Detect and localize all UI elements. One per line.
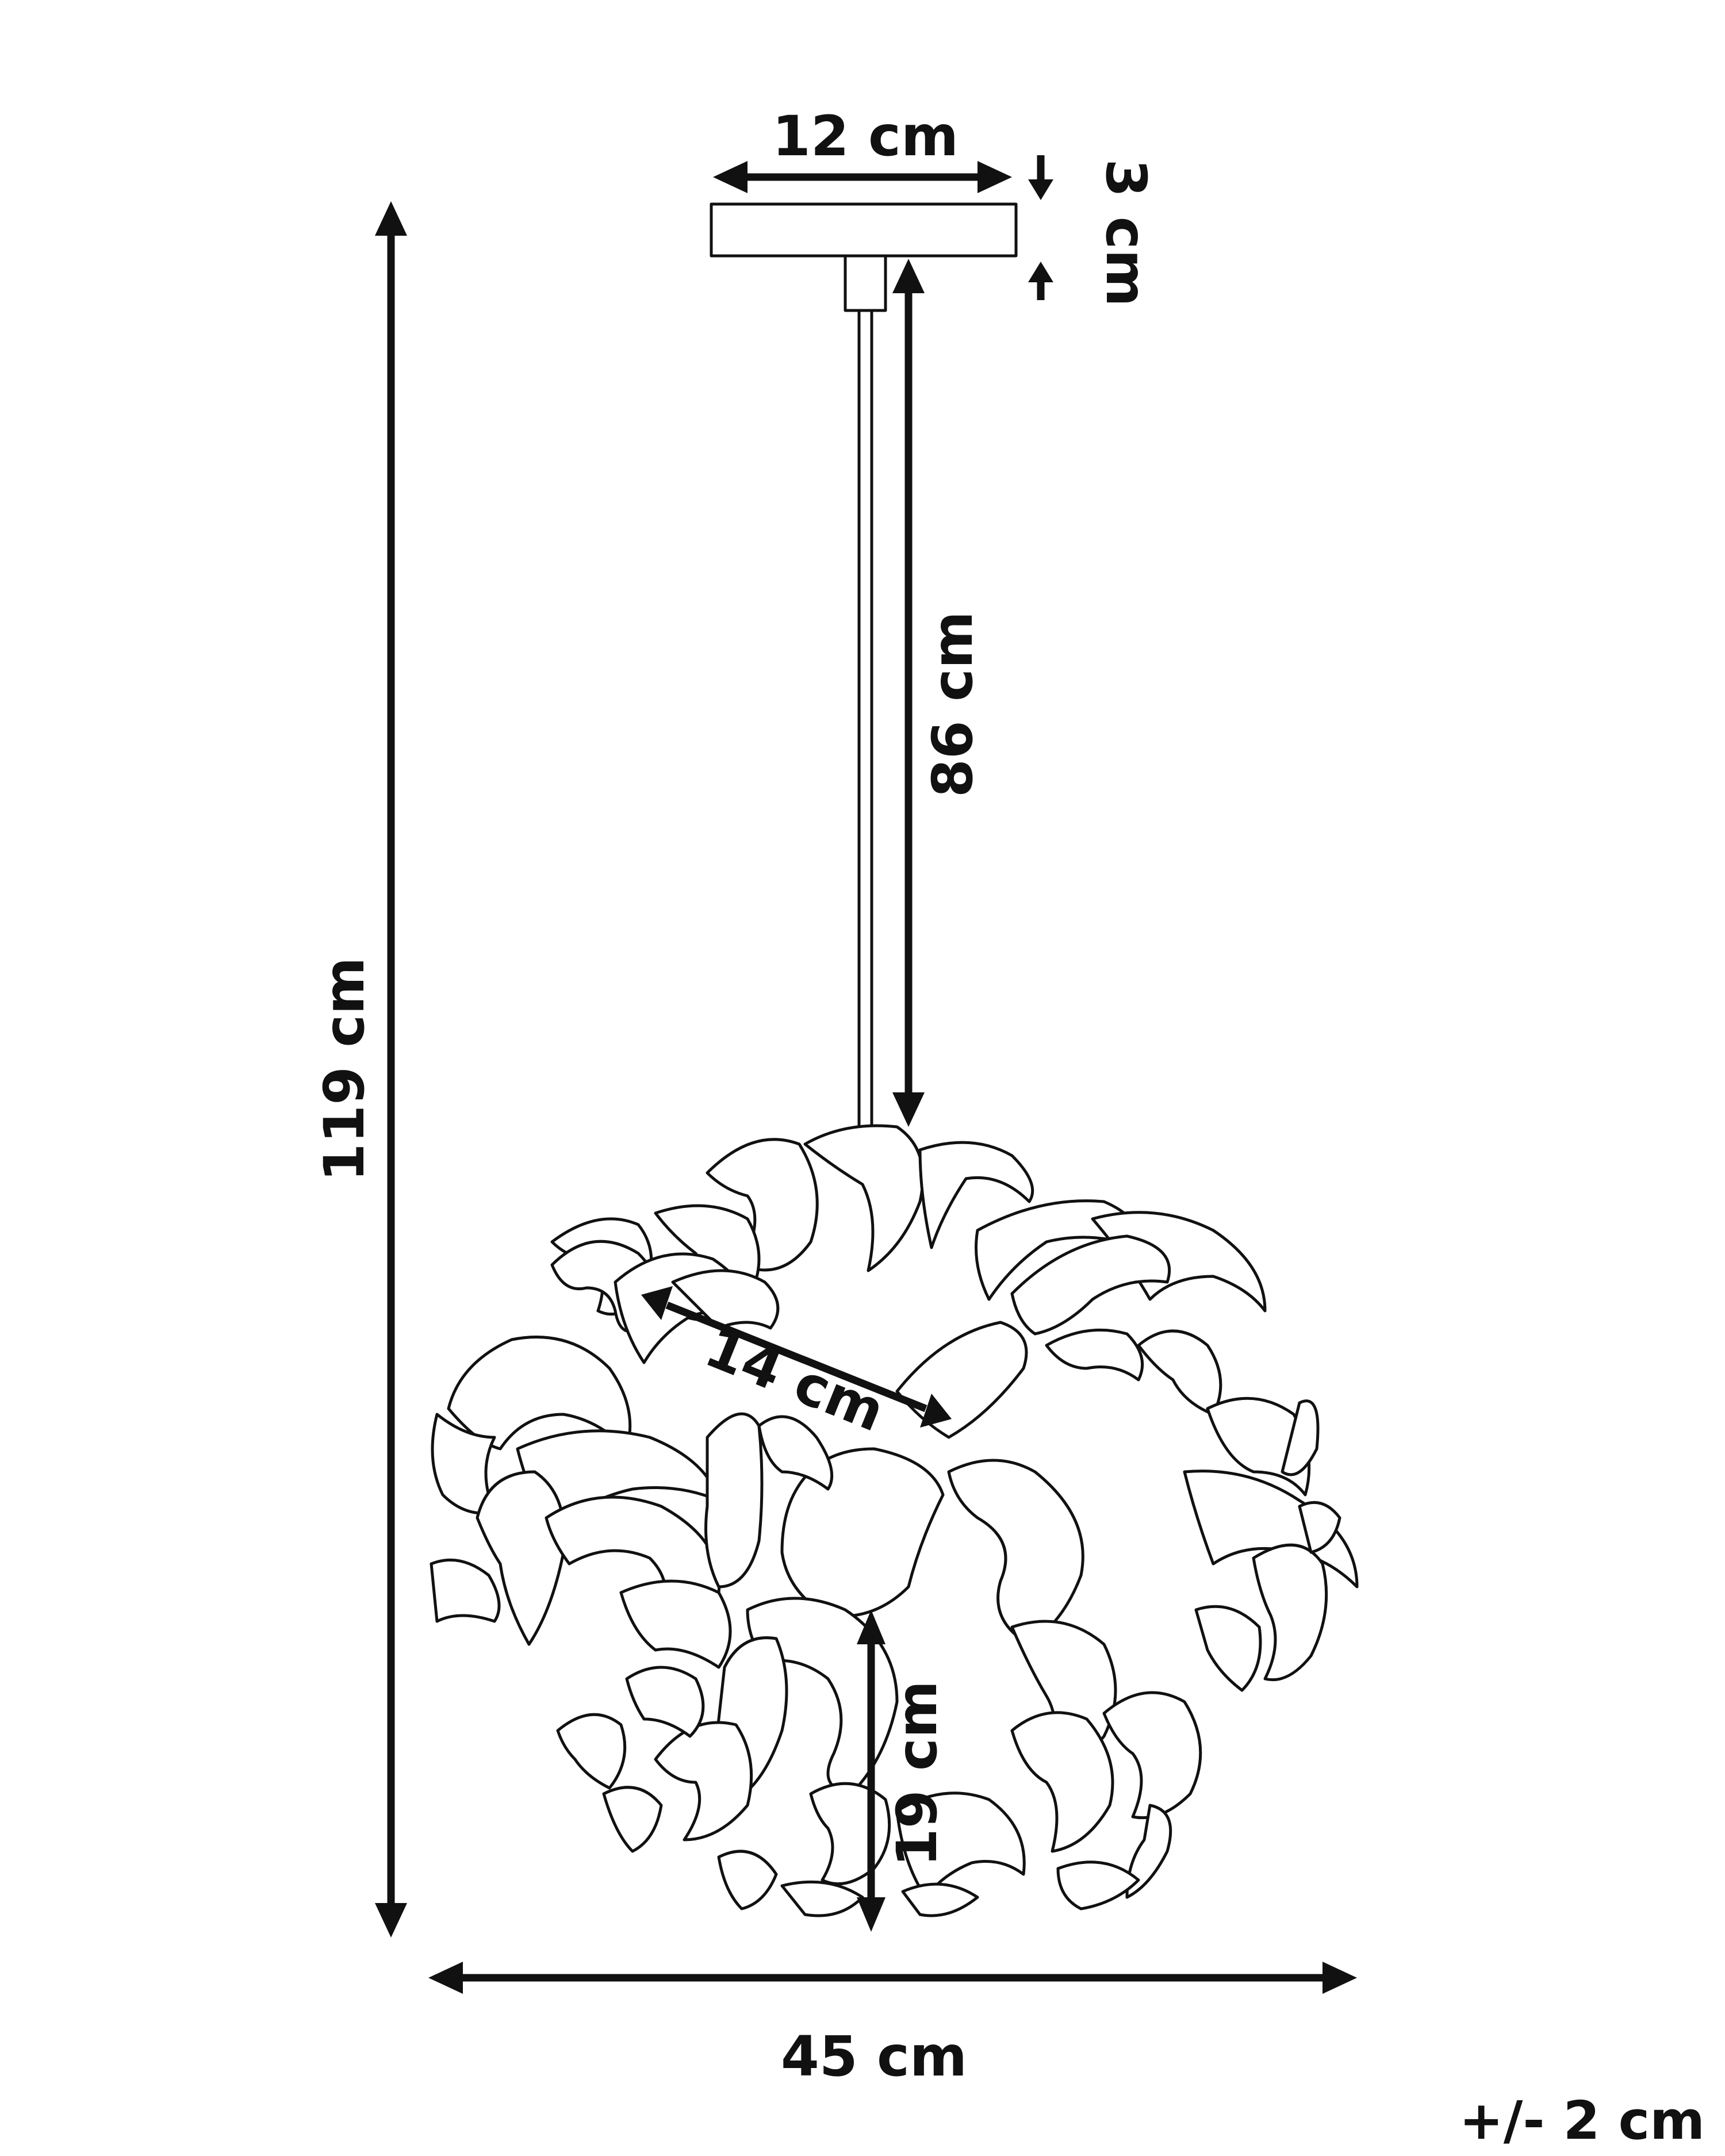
rod-length-label: 86 cm [921, 611, 985, 797]
suspension-rod [857, 310, 873, 1150]
shade-width-arrow [428, 1962, 1357, 1994]
shade-height-label: 19 cm [885, 1681, 949, 1867]
inner-diameter-arrow [641, 1286, 952, 1428]
shade-height-arrow [857, 1610, 885, 1932]
canopy-height-label: 3 cm [1094, 159, 1158, 306]
canopy-width-arrow [713, 161, 1012, 193]
total-height-label: 119 cm [312, 957, 377, 1182]
total-height-arrow [375, 201, 407, 1938]
canopy-height-arrows [1028, 155, 1053, 300]
tolerance-note: +/- 2 cm [1459, 2090, 1705, 2151]
lamp-drawing [430, 202, 1359, 1917]
rod-length-arrow [892, 259, 925, 1127]
ribbon-shade [430, 1124, 1359, 1917]
shade-width-label: 45 cm [781, 2024, 967, 2089]
dimension-labels: 12 cm 3 cm 86 cm 119 cm 14 cm 19 cm 45 c… [312, 104, 1705, 2151]
canopy-connector [844, 254, 887, 312]
ceiling-canopy [710, 202, 1018, 258]
canopy-width-label: 12 cm [772, 104, 959, 168]
dimension-lines [375, 155, 1357, 1994]
